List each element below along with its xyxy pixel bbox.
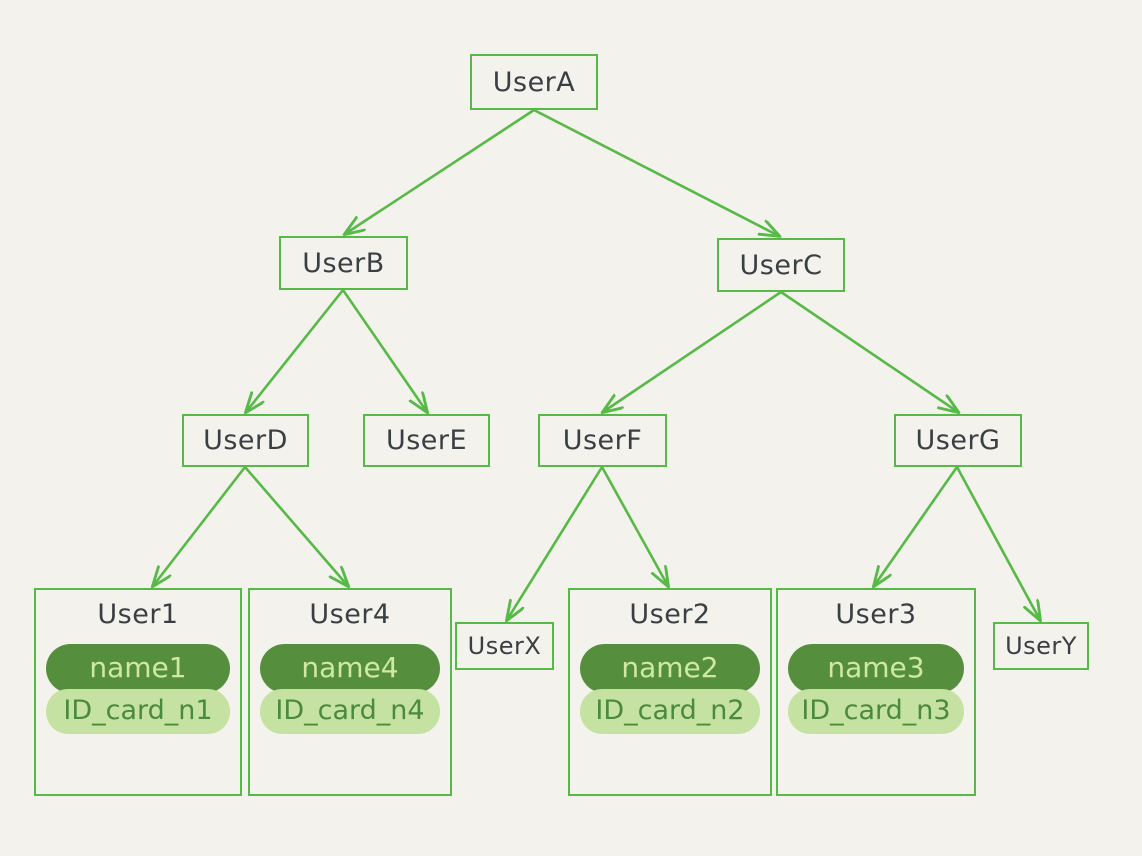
node-label: UserG (915, 425, 1001, 456)
edge-userb-to-usere (341, 288, 427, 412)
card-name-pill: name2 (580, 644, 760, 693)
card-idcard-pill: ID_card_n4 (260, 689, 440, 734)
node-label: UserC (739, 249, 823, 281)
node-userd[interactable]: UserD (182, 414, 309, 467)
edge-userg-to-user3 (874, 465, 959, 586)
node-userx[interactable]: UserX (455, 622, 554, 670)
node-label: UserE (385, 425, 468, 456)
edge-usera-to-userc (532, 108, 779, 236)
edge-userc-to-userg (779, 290, 958, 412)
node-userg[interactable]: UserG (894, 414, 1022, 467)
node-label: UserY (1005, 632, 1077, 660)
card-idcard-pill: ID_card_n1 (46, 689, 230, 734)
card-idcard-pill: ID_card_n2 (580, 689, 760, 734)
edge-userd-to-user1 (153, 465, 247, 586)
node-userf[interactable]: UserF (538, 414, 667, 467)
card-name-pill: name4 (260, 644, 440, 693)
node-label: UserA (492, 66, 576, 98)
node-userc[interactable]: UserC (717, 238, 845, 292)
node-label: UserX (467, 632, 542, 660)
card-name-pill: name3 (788, 644, 964, 693)
card-title: User2 (629, 599, 711, 630)
node-usere[interactable]: UserE (363, 414, 490, 467)
node-label: UserF (562, 425, 643, 456)
edge-userd-to-user4 (243, 465, 348, 586)
card-title: User3 (835, 599, 917, 630)
node-label: UserB (302, 247, 385, 279)
card-title: User1 (97, 599, 179, 630)
edge-userb-to-userd (246, 288, 345, 412)
node-userb[interactable]: UserB (279, 236, 408, 290)
edge-userf-to-user2 (600, 465, 668, 586)
card-title: User4 (309, 599, 391, 630)
card-name-pill: name1 (46, 644, 230, 693)
card-idcard-pill: ID_card_n3 (788, 689, 964, 734)
edge-userc-to-userf (603, 290, 783, 412)
node-label: UserD (203, 425, 288, 456)
node-usery[interactable]: UserY (993, 622, 1089, 670)
edge-usera-to-userb (345, 108, 536, 234)
node-usera[interactable]: UserA (470, 54, 598, 110)
